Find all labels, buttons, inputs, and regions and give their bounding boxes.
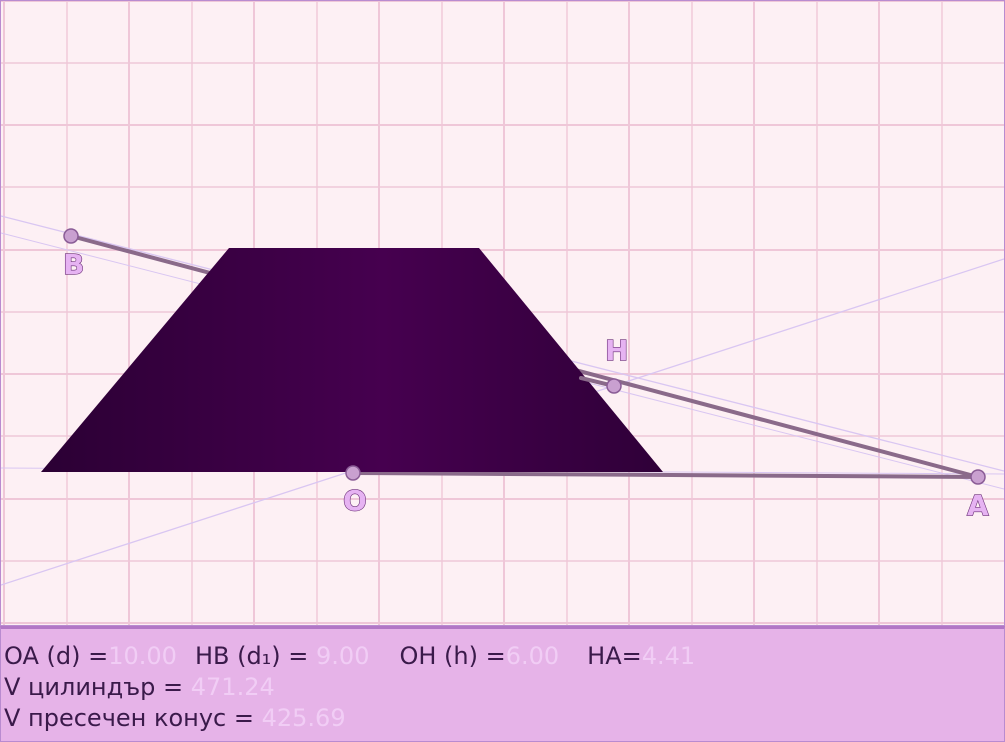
hb-label: HB (d₁) = bbox=[194, 642, 317, 670]
point-a[interactable] bbox=[970, 469, 986, 485]
cone-volume-row: V пресечен конус = 425.69 bbox=[4, 703, 1004, 734]
oh-label: OH (h) = bbox=[399, 642, 506, 670]
geometry-canvas[interactable]: B H O A bbox=[0, 0, 1005, 626]
ha-label: HA= bbox=[587, 642, 642, 670]
point-h[interactable] bbox=[606, 378, 622, 394]
truncated-cone[interactable] bbox=[41, 248, 663, 472]
info-panel: OA (d) =10.00 HB (d₁) = 9.00 OH (h) =6.00 H… bbox=[0, 626, 1005, 742]
cylinder-volume-row: V цилиндър = 471.24 bbox=[4, 672, 1004, 703]
cone-volume-label: V пресечен конус = bbox=[4, 704, 262, 732]
grid-lines bbox=[1, 1, 1004, 625]
label-a: A bbox=[967, 489, 989, 522]
cylinder-volume-value: 471.24 bbox=[190, 673, 275, 701]
segment-oa[interactable] bbox=[351, 471, 980, 479]
point-o[interactable] bbox=[345, 465, 361, 481]
label-o: O bbox=[343, 484, 367, 517]
oh-value: 6.00 bbox=[505, 642, 560, 670]
hb-value: 9.00 bbox=[316, 642, 370, 670]
ha-value: 4.41 bbox=[641, 642, 696, 670]
cylinder-volume-label: V цилиндър = bbox=[4, 673, 191, 701]
cone-volume-value: 425.69 bbox=[261, 704, 346, 732]
canvas-svg[interactable]: B H O A bbox=[1, 1, 1004, 625]
point-b[interactable] bbox=[63, 228, 79, 244]
measurements-row: OA (d) =10.00 HB (d₁) = 9.00 OH (h) =6.00 H… bbox=[4, 641, 1004, 672]
label-h: H bbox=[605, 334, 628, 367]
label-b: B bbox=[63, 248, 84, 281]
oa-label: OA (d) = bbox=[4, 642, 109, 670]
oa-value: 10.00 bbox=[108, 642, 177, 670]
